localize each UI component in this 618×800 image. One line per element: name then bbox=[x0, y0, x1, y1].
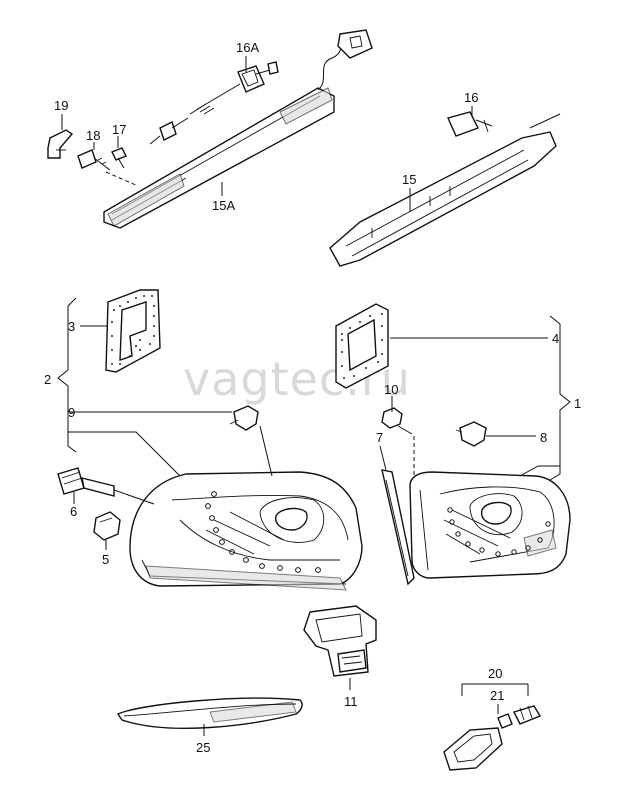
leader-lines bbox=[61, 56, 548, 550]
leader-9-lamp bbox=[259, 425, 273, 477]
part-17-screw bbox=[111, 147, 127, 169]
bracket-1 bbox=[549, 315, 571, 481]
part-16A-bulb-holder bbox=[149, 61, 279, 145]
label-9: 9 bbox=[68, 405, 75, 420]
label-20: 20 bbox=[488, 666, 502, 681]
part-15A-brake-light-bar bbox=[103, 29, 373, 229]
bracket-20 bbox=[461, 683, 529, 696]
part-18-screw bbox=[77, 149, 111, 171]
part-9-bulb bbox=[229, 405, 259, 431]
label-21: 21 bbox=[490, 688, 504, 703]
part-15-brake-light bbox=[329, 113, 561, 267]
part-19-clip bbox=[47, 129, 74, 159]
part-11-bracket bbox=[303, 605, 377, 690]
label-6: 6 bbox=[70, 504, 77, 519]
part-25-reflector bbox=[116, 697, 303, 736]
label-11: 11 bbox=[344, 694, 358, 709]
label-3: 3 bbox=[68, 319, 75, 334]
part-8-bulb bbox=[455, 421, 487, 447]
label-5: 5 bbox=[102, 552, 109, 567]
label-7: 7 bbox=[376, 430, 383, 445]
label-15: 15 bbox=[402, 172, 416, 187]
label-10: 10 bbox=[384, 382, 398, 397]
part-10-nut bbox=[381, 407, 413, 435]
part-20-plate-light bbox=[443, 705, 542, 771]
label-25: 25 bbox=[196, 740, 210, 755]
leader-1-lamp bbox=[519, 465, 560, 477]
label-1: 1 bbox=[574, 396, 581, 411]
right-inner-lamp bbox=[409, 471, 571, 579]
label-4: 4 bbox=[552, 331, 559, 346]
part-4-gasket bbox=[335, 303, 389, 389]
label-8: 8 bbox=[540, 430, 547, 445]
label-16A: 16A bbox=[236, 40, 259, 55]
left-tail-lamp bbox=[129, 471, 363, 591]
leader-18-dashed bbox=[105, 171, 139, 187]
label-17: 17 bbox=[112, 122, 126, 137]
label-16: 16 bbox=[464, 90, 478, 105]
part-3-gasket bbox=[105, 289, 161, 373]
part-16-bulb-holder bbox=[447, 111, 493, 137]
bracket-2 bbox=[57, 297, 77, 453]
leader-2-lamp bbox=[68, 431, 181, 477]
label-15A: 15A bbox=[212, 198, 235, 213]
label-19: 19 bbox=[54, 98, 68, 113]
part-7-seal-strip bbox=[381, 469, 415, 586]
label-2: 2 bbox=[44, 372, 51, 387]
part-5-clip bbox=[93, 511, 121, 541]
label-18: 18 bbox=[86, 128, 100, 143]
part-6-socket bbox=[57, 467, 155, 505]
